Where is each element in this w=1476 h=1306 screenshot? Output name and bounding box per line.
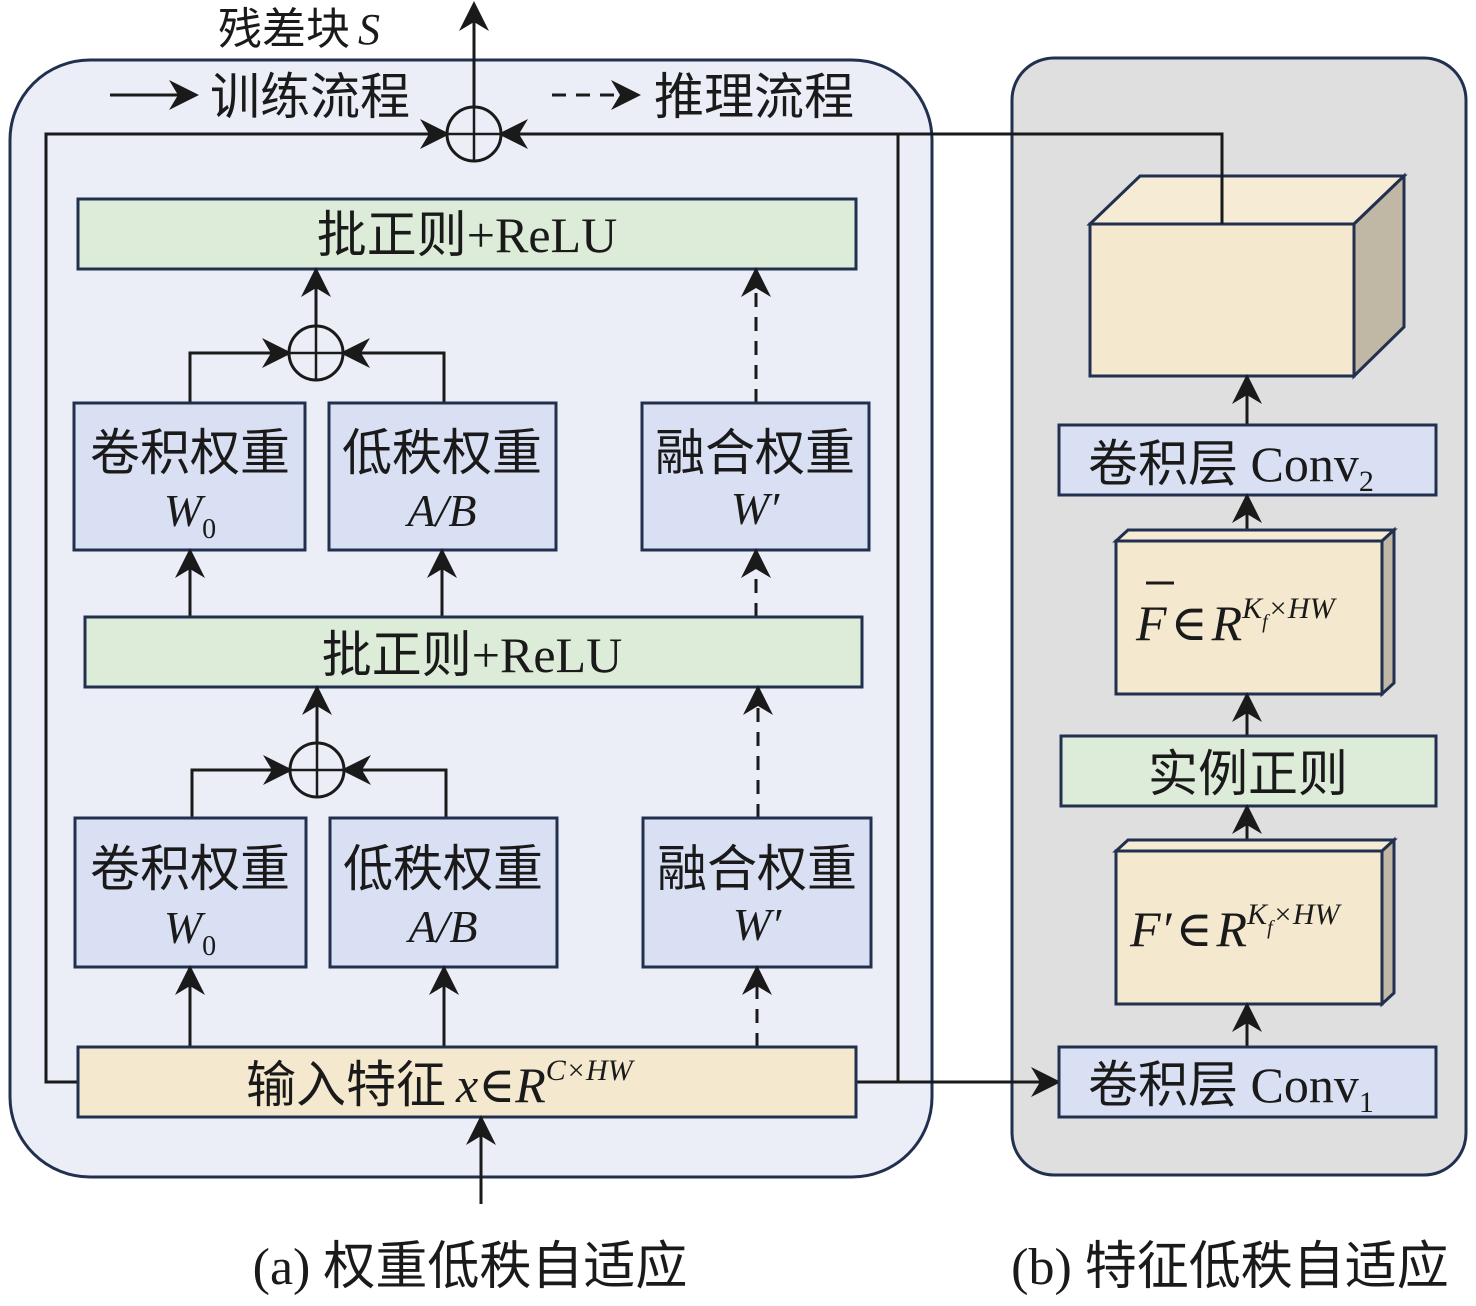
upper-conv-to-sum xyxy=(188,338,292,403)
lower-fused-weight-box: 融合权重 W′ xyxy=(641,816,873,969)
upper-lowrank-to-sum xyxy=(340,338,446,403)
lower-lowrank-weight-title: 低秩权重 xyxy=(343,841,543,897)
input-feature-box xyxy=(76,1045,858,1119)
mid-bn-relu-label: 批正则+ReLU xyxy=(322,627,622,683)
caption-a: (a) 权重低秩自适应 xyxy=(253,1239,688,1296)
lower-fused-weight-title: 融合权重 xyxy=(657,841,857,897)
lower-fused-weight-symbol: W′ xyxy=(733,899,782,950)
skip-connection-left xyxy=(44,119,450,1084)
upper-lowrank-weight-symbol: A/B xyxy=(405,485,477,536)
conv2-label: 卷积层 Conv2 xyxy=(1088,436,1374,498)
conv2-box xyxy=(1057,423,1438,497)
lower-conv-weight-symbol: W0 xyxy=(164,902,216,962)
lower-lowrank-weight-symbol: A/B xyxy=(406,901,478,952)
lower-conv-weight-box: 卷积权重 W0 xyxy=(73,816,308,969)
output-feature-cube xyxy=(1086,172,1408,380)
upper-fused-weight-box: 融合权重 W′ xyxy=(640,401,871,552)
upper-fused-weight-title: 融合权重 xyxy=(655,425,855,481)
top-bn-relu-box xyxy=(76,197,858,271)
upper-lowrank-weight-title: 低秩权重 xyxy=(342,425,542,481)
fbar-label: F∈RKf×HW xyxy=(1135,592,1338,651)
legend-training-label: 训练流程 xyxy=(210,69,410,125)
upper-conv-weight-symbol: W0 xyxy=(164,485,216,545)
upper-conv-weight-title: 卷积权重 xyxy=(90,425,290,481)
lower-conv-to-sum xyxy=(190,755,293,818)
conv1-label: 卷积层 Conv1 xyxy=(1088,1057,1374,1119)
upper-lowrank-weight-box: 低秩权重 A/B xyxy=(327,401,558,552)
caption-b: (b) 特征低秩自适应 xyxy=(1011,1239,1449,1296)
top-bn-relu-label: 批正则+ReLU xyxy=(317,207,617,263)
lower-conv-weight-title: 卷积权重 xyxy=(90,841,290,897)
fbar-feature-box: F∈RKf×HW xyxy=(1112,526,1398,698)
fprime-label: F′∈RKf×HW xyxy=(1129,898,1343,957)
instance-norm-label: 实例正则 xyxy=(1148,746,1348,802)
upper-fused-weight-symbol: W′ xyxy=(731,483,780,534)
fprime-feature-box: F′∈RKf×HW xyxy=(1112,836,1398,1008)
conv1-box xyxy=(1057,1045,1438,1119)
lower-lowrank-to-sum xyxy=(341,755,448,818)
instance-norm-box xyxy=(1059,734,1438,808)
mid-bn-relu-box xyxy=(83,615,864,689)
upper-conv-weight-box: 卷积权重 W0 xyxy=(72,401,307,552)
legend-inference-label: 推理流程 xyxy=(654,69,854,125)
lower-lowrank-weight-box: 低秩权重 A/B xyxy=(328,816,559,969)
